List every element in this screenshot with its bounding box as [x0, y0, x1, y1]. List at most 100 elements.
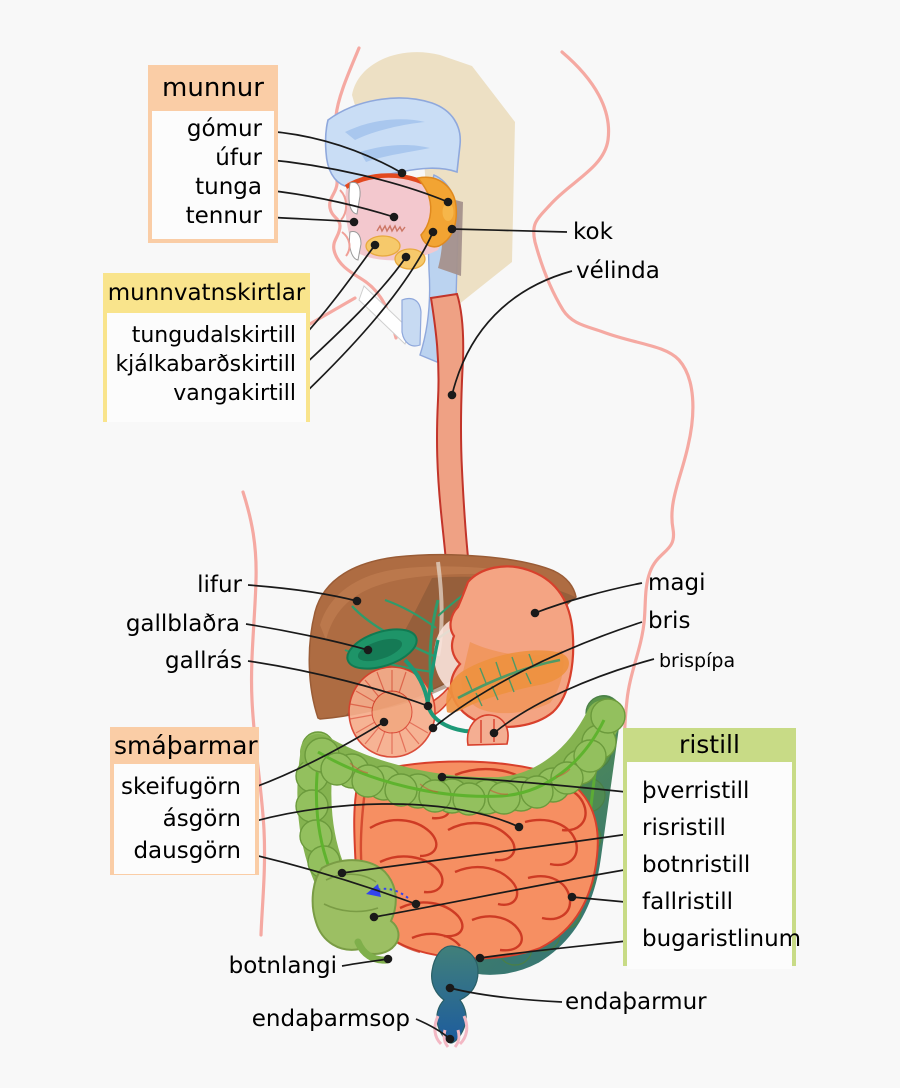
leader-dausgorn: [245, 852, 417, 905]
label-velinda: vélinda: [576, 258, 660, 284]
leader-dots: [337, 168, 577, 1044]
cecum-fold: [323, 873, 379, 913]
face-profile-line: [328, 46, 398, 340]
liver-dark-lobe: [345, 576, 575, 716]
label-risristill: risristill: [642, 815, 726, 841]
leader-lifur: [247, 584, 358, 602]
ascending-colon: [295, 731, 352, 901]
cecum-group: [311, 859, 400, 964]
larynx-bit: [401, 297, 422, 347]
leader-botnristill: [373, 867, 637, 918]
rectum-group: [431, 945, 479, 1048]
leader-tungudalskirtill: [301, 244, 376, 339]
head-section: [324, 52, 515, 363]
munnvatnskirtlar-box: munnvatnskirtlar tungudalskirtill kjálka…: [103, 273, 310, 422]
leader-gomur: [265, 130, 403, 174]
abdomen: [295, 553, 626, 1048]
label-tennur: tennur: [185, 203, 262, 229]
leader-ufur: [260, 158, 449, 203]
transverse-colon: [300, 698, 626, 816]
mouth-interior: [345, 177, 446, 261]
label-ufur: úfur: [215, 145, 262, 171]
leader-kok: [451, 228, 568, 233]
soft-palate-orange: [416, 176, 458, 248]
label-kok: kok: [573, 219, 613, 245]
gallbladder-inner: [357, 638, 403, 662]
ristill-box: ristill þverristill risristill botnristi…: [623, 728, 802, 969]
label-tunga: tunga: [195, 174, 262, 200]
jaw-muscle-sliver: [358, 285, 411, 345]
leader-vangakirtill: [301, 231, 434, 397]
label-fallristill: fallristill: [642, 889, 733, 915]
cecum: [311, 859, 400, 955]
pancreas: [446, 650, 569, 713]
munnur-box: munnur gómur úfur tunga tennur: [148, 65, 278, 243]
submandibular-gland: [394, 248, 426, 270]
liver-highlight: [320, 566, 544, 640]
falciform-ligament: [436, 561, 444, 657]
gallbladder-group: [346, 628, 491, 735]
descending-colon: [449, 695, 621, 975]
leader-brispipa: [493, 658, 655, 734]
label-gomur: gómur: [186, 116, 262, 142]
pylorus: [427, 686, 453, 718]
munnvatnskirtlar-box-header: munnvatnskirtlar: [107, 280, 306, 306]
label-brispipa: brispípa: [659, 650, 736, 672]
leader-tennur: [265, 216, 355, 223]
rectum: [431, 945, 479, 1044]
leader-asgorn: [247, 803, 520, 828]
label-botnristill: botnristill: [642, 852, 751, 878]
smatharmar-box-header: smáþarmar: [114, 731, 258, 760]
label-endatharmsop: endaþarmsop: [251, 1006, 410, 1032]
leader-skeifugorn: [249, 721, 385, 790]
liver-vessels: [344, 580, 523, 693]
pharynx-gray: [438, 196, 463, 276]
esophagus: [429, 292, 472, 578]
duodenum: [348, 666, 436, 758]
liver: [308, 553, 577, 720]
hepatic-duct: [426, 639, 440, 705]
stomach: [449, 565, 575, 728]
label-endatharmur: endaþarmur: [565, 989, 707, 1015]
ristill-box-header: ristill: [679, 730, 740, 759]
ristill-box-body: þverristill risristill botnristill fallr…: [627, 762, 802, 969]
label-lifur: lifur: [197, 572, 242, 598]
duodenal-papilla: [466, 714, 509, 746]
palate-blue-streaks: [345, 119, 430, 162]
pancreas-veins: [457, 653, 561, 707]
label-dausgorn: dausgörn: [133, 838, 241, 864]
label-bugaristlinum: bugaristlinum: [642, 926, 802, 952]
leader-gallras: [247, 660, 429, 707]
lip-contour-lines: [339, 189, 351, 257]
leader-thverristill: [441, 776, 637, 794]
pharynx-blue-strip: [419, 174, 459, 363]
label-tungudalskirtill: tungudalskirtill: [131, 323, 296, 348]
munnur-box-body: gómur úfur tunga tennur: [152, 111, 274, 239]
leader-botnlangi: [341, 958, 389, 967]
leader-tunga: [265, 189, 395, 218]
ileocecal-arrow: [366, 884, 409, 899]
tooth-ridge: [376, 224, 406, 233]
leader-kjalkabardskirtill: [301, 256, 407, 368]
stomach-inner-band: [461, 642, 564, 714]
munnvatnskirtlar-box-body: tungudalskirtill kjálkabarðskirtill vang…: [107, 313, 306, 422]
bile-duct: [403, 658, 491, 735]
anus-flares: [433, 1015, 469, 1048]
teeth-upper: [348, 181, 361, 215]
smatharmar-box-body: skeifugörn ásgörn dausgörn: [114, 764, 255, 874]
label-gallbladra: gallblaðra: [125, 611, 240, 637]
omentum: [434, 617, 490, 693]
leader-bugaristlinum: [479, 939, 637, 959]
leader-endatharmsop: [415, 1018, 451, 1040]
leader-velinda: [451, 270, 573, 396]
smatharmar-box: smáþarmar skeifugörn ásgörn dausgörn: [110, 727, 259, 875]
small-intestine: [353, 760, 599, 960]
label-skeifugorn: skeifugörn: [121, 774, 241, 800]
skull-bone: [352, 52, 515, 305]
papilla-lines: [480, 719, 495, 743]
appendix: [354, 938, 391, 964]
leader-bris: [432, 621, 643, 729]
leader-gallbladra: [245, 623, 369, 651]
esophagus-tube: [429, 292, 472, 578]
